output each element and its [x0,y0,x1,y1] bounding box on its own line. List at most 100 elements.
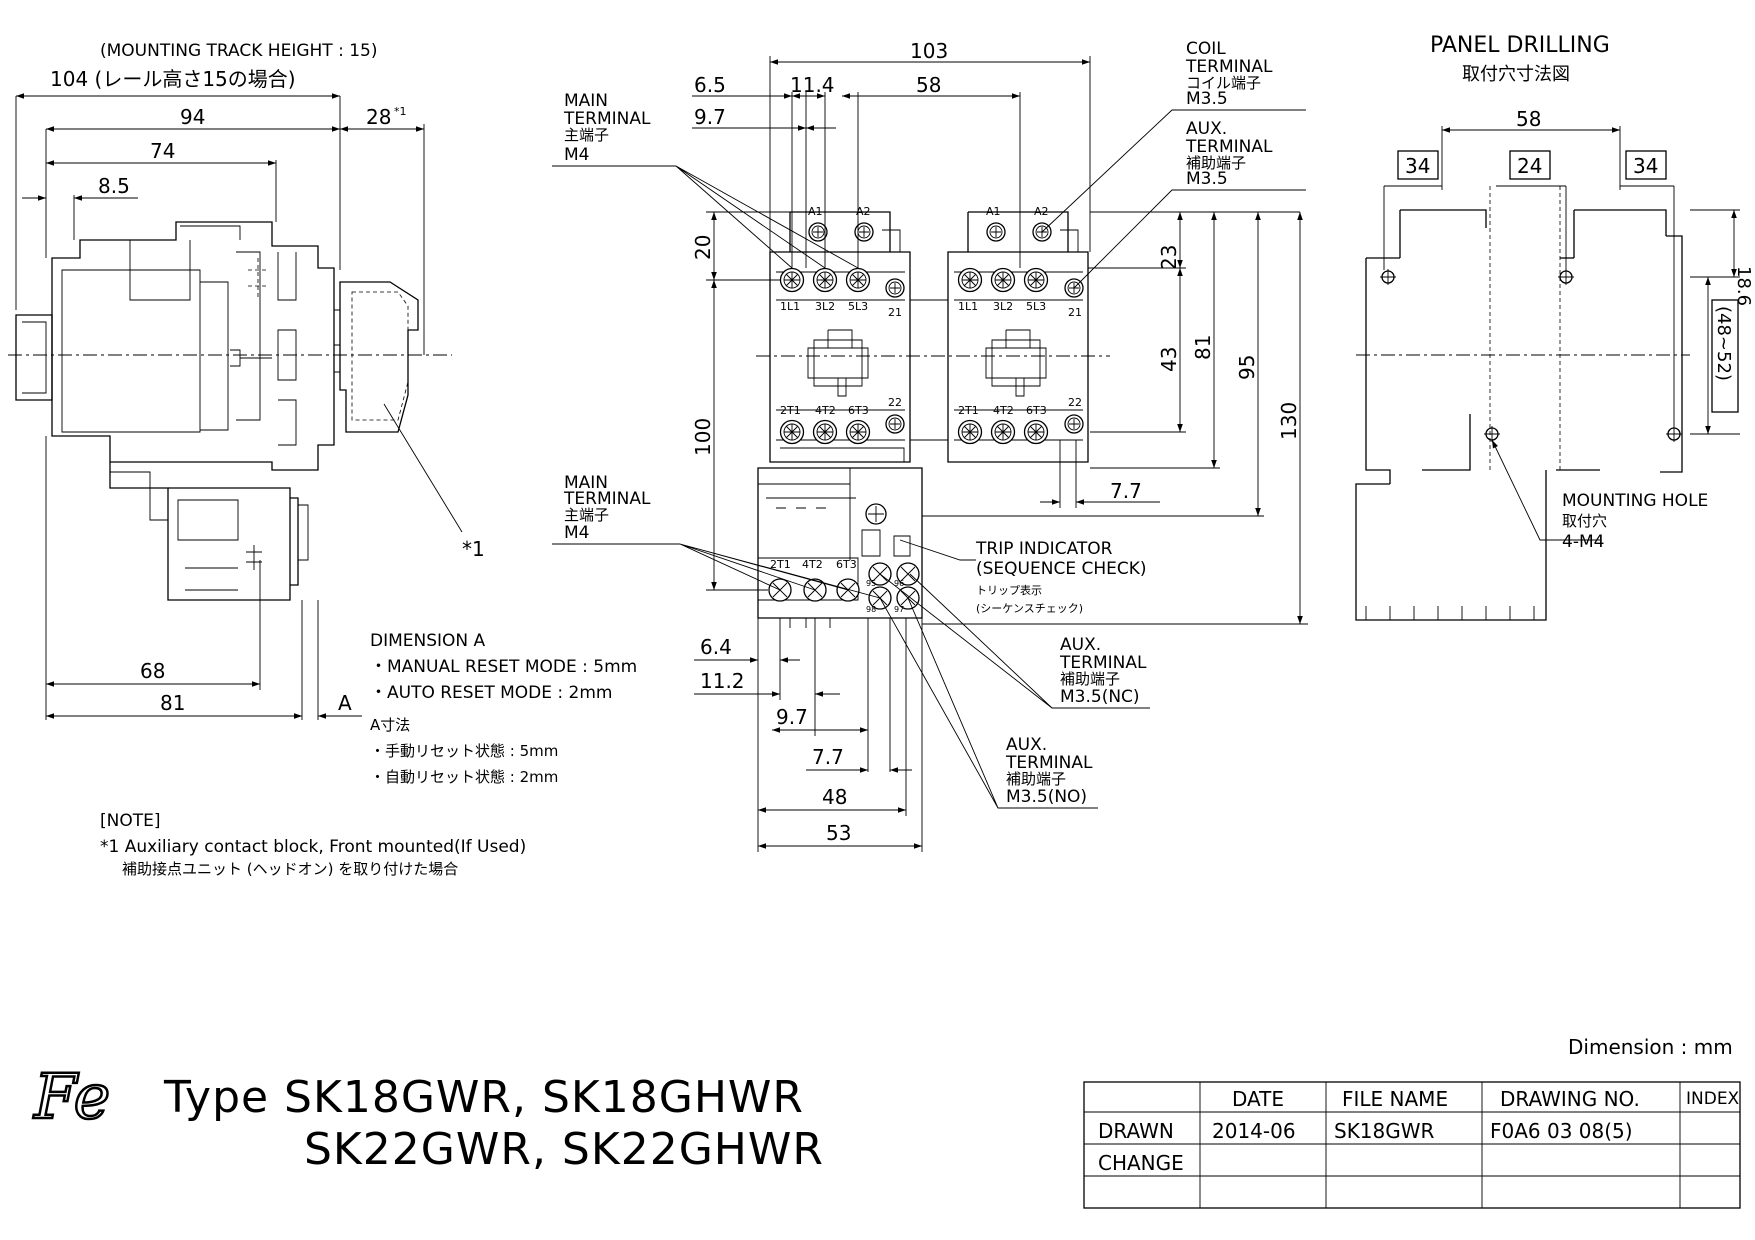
panel-dim-58: 58 [1516,107,1541,131]
dimension-a-manual-jp: ・手動リセット状態 : 5mm [370,742,558,760]
dim-130: 130 [1277,402,1301,440]
main-terminal-bottom-size: M4 [564,523,589,543]
title-block: DATE FILE NAME DRAWING NO. INDEX DRAWN 2… [1083,1081,1741,1209]
th-index: INDEX [1686,1089,1740,1109]
dim-8-5: 8.5 [98,174,130,198]
dim-81-front: 81 [1191,335,1215,360]
dim-58: 58 [916,73,941,97]
terminal-labels: A1 A2 1L1 3L2 5L3 21 2T1 4T2 6T3 22 A1 A… [770,205,1082,614]
dimension-a-title-jp: A寸法 [370,716,410,734]
label-2t1-right: 2T1 [958,404,979,417]
dim-74: 74 [150,139,175,163]
th-date: DATE [1232,1087,1284,1111]
coil-terminal-size: M3.5 [1186,89,1228,109]
aux-no-size: M3.5(NO) [1006,787,1087,807]
track-height-en: (MOUNTING TRACK HEIGHT : 15) [100,41,377,61]
panel-box-34b [1625,150,1667,180]
panel-drilling-title-jp: 取付穴寸法図 [1462,64,1570,85]
mounting-hole-en: MOUNTING HOLE [1562,491,1708,511]
dim-11-2: 11.2 [700,669,745,693]
main-terminal-bottom-en1: MAIN [564,473,608,493]
note-title: [NOTE] [100,811,161,831]
dim-23: 23 [1157,245,1181,270]
dimension-a-title: DIMENSION A [370,631,486,651]
front-view-dimensions: 103 6.5 11.4 58 9.7 MAIN TERMINAL TERMIN… [552,39,1308,852]
panel-box-range [1711,299,1739,413]
label-1l1: 1L1 [780,300,800,313]
dim-28-note: *1 [394,105,407,118]
row-drawn-date: 2014-06 [1212,1119,1296,1143]
track-height-jp: 104 (レール高さ15の場合) [50,67,296,91]
label-96: 96 [894,579,904,588]
panel-drilling-title: PANEL DRILLING [1430,33,1610,58]
th-drawing-no: DRAWING NO. [1500,1087,1640,1111]
label-2t1: 2T1 [780,404,801,417]
panel-dim-18-6: 18.6 [1733,266,1754,306]
label-a2: A2 [856,205,871,218]
aux-top-size: M3.5 [1186,169,1228,189]
trip-indicator-jp2: (シーケンスチェック) [976,602,1083,615]
dim-6-5: 6.5 [694,73,726,97]
dimension-a-block: DIMENSION A ・MANUAL RESET MODE : 5mm ・AU… [370,631,637,786]
dim-7-7: 7.7 [1110,479,1142,503]
panel-drilling: PANEL DRILLING 取付穴寸法図 58 34 [1355,33,1754,621]
label-a1: A1 [808,205,823,218]
dim-53: 53 [826,821,851,845]
main-terminal-top-en2b: TERMINAL [563,109,651,129]
dim-68: 68 [140,659,165,683]
note-line2: 補助接点ユニット (ヘッドオン) を取り付けた場合 [122,860,458,878]
trip-indicator-en2: (SEQUENCE CHECK) [976,559,1147,579]
panel-dim-range: (48~52) [1713,306,1734,381]
aux-no-en1: AUX. [1006,735,1047,755]
note-block: [NOTE] *1 Auxiliary contact block, Front… [100,811,526,878]
panel-dimensions: 58 34 24 34 18.6 (48~52) MOUNTING HOLE 取… [1383,107,1754,552]
aux-nc-en1: AUX. [1060,635,1101,655]
label-22-right: 22 [1068,396,1082,409]
dim-95: 95 [1235,355,1259,380]
front-view: A1 A2 1L1 3L2 5L3 21 2T1 4T2 6T3 22 A1 A… [552,39,1308,852]
label-a1-right: A1 [986,205,1001,218]
aux-no-jp: 補助端子 [1006,770,1066,788]
footer: Dimension : mm Fe Type SK18GWR, SK18GHWR… [32,1035,1741,1209]
aux-nc-size: M3.5(NC) [1060,687,1140,707]
label-ol-2t1: 2T1 [770,558,791,571]
th-file-name: FILE NAME [1342,1087,1448,1111]
dim-6-4: 6.4 [700,635,732,659]
main-terminal-top-jp: 主端子 [564,126,609,144]
mounting-hole-jp: 取付穴 [1562,512,1607,530]
main-terminal-top-size: M4 [564,145,589,165]
star1-callout: *1 [462,537,485,561]
coil-terminal-jp: コイル端子 [1186,74,1261,92]
label-21: 21 [888,306,902,319]
dimension-a-manual: ・MANUAL RESET MODE : 5mm [370,657,637,677]
label-3l2: 3L2 [815,300,835,313]
main-terminal-bottom-jp: 主端子 [564,506,609,524]
aux-no-en2: TERMINAL [1005,753,1093,773]
dim-a: A [338,691,352,715]
label-5l3: 5L3 [848,300,868,313]
label-95: 95 [866,579,876,588]
type-line1: Type SK18GWR, SK18GHWR [163,1072,804,1123]
row-drawn-file: SK18GWR [1334,1119,1435,1143]
fuji-logo: Fe [32,1059,112,1135]
note-line1: *1 Auxiliary contact block, Front mounte… [100,837,526,857]
dim-81: 81 [160,691,185,715]
label-a2-right: A2 [1034,205,1049,218]
row-change-label: CHANGE [1098,1151,1184,1175]
panel-box-34a [1397,150,1439,180]
dim-28: 28 [366,105,391,129]
aux-top-en1: AUX. [1186,119,1227,139]
dim-7-7-bottom: 7.7 [812,745,844,769]
label-6t3: 6T3 [848,404,869,417]
panel-dim-34a: 34 [1405,154,1430,178]
panel-dim-34b: 34 [1633,154,1658,178]
label-97: 97 [894,605,904,614]
aux-top-en2: TERMINAL [1185,137,1273,157]
front-view-body: A1 A2 1L1 3L2 5L3 21 2T1 4T2 6T3 22 A1 A… [756,205,1110,628]
label-21-right: 21 [1068,306,1082,319]
label-1l1-right: 1L1 [958,300,978,313]
trip-indicator-jp1: トリップ表示 [976,583,1042,597]
row-drawn-label: DRAWN [1098,1119,1174,1143]
dim-94: 94 [180,105,205,129]
